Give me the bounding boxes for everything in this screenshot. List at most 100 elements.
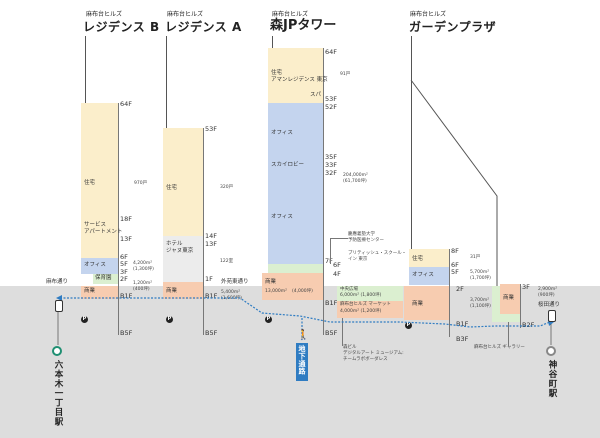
res-b-floor-5: 5F xyxy=(120,260,128,268)
station-right-label: 神谷町駅 xyxy=(547,360,557,398)
mori-floor-32: 32F xyxy=(325,169,338,177)
res-b-parking-icon: P xyxy=(81,316,88,323)
mori-title: 森JPタワー xyxy=(270,18,337,33)
garden-c-retail-block xyxy=(500,284,520,314)
res-b-title: レジデンス B xyxy=(83,20,160,34)
mori-floor-64: 64F xyxy=(325,48,338,56)
garden-floor-2: 2F xyxy=(456,285,464,293)
res-a-title: レジデンス A xyxy=(165,20,242,34)
mori-office-upper-block xyxy=(268,103,323,160)
mori-label-office-upper: オフィス xyxy=(271,130,293,136)
mori-floor-b1: B1F xyxy=(325,299,338,307)
res-b-label-residence: 住宅 xyxy=(84,180,96,186)
res-a-units: 320戸 xyxy=(220,185,234,190)
route-arrow-left xyxy=(56,295,62,301)
gallery-leader xyxy=(508,322,509,346)
res-b-leader xyxy=(85,36,86,106)
road-mid: 外苑東通り xyxy=(221,279,249,285)
keio-leader-v xyxy=(330,238,331,264)
garden-label-residence: 住宅 xyxy=(412,256,424,262)
res-b-area-a: 4,200m² xyxy=(133,261,153,266)
res-b-label-office: オフィス xyxy=(84,262,106,268)
market-area: 4,000m² (1,200坪) xyxy=(340,309,382,314)
mori-core xyxy=(323,48,324,335)
garden-floor-b3: B3F xyxy=(456,335,469,343)
garden-office-block xyxy=(409,267,449,285)
mori-office-tsubo: (61,700坪) xyxy=(343,179,367,184)
res-a-floor-14: 14F xyxy=(205,232,218,240)
station-right-icon xyxy=(546,346,556,356)
underground-passage-label: 地下通路 xyxy=(298,345,306,375)
garden-units: 31戸 xyxy=(470,255,481,260)
mori-podium-block xyxy=(268,264,323,273)
res-a-retail-block xyxy=(163,282,203,299)
underground-passage-box xyxy=(296,343,308,381)
res-b-label-retail: 商業 xyxy=(84,288,96,294)
garden-leader-right-line xyxy=(410,79,498,294)
res-b-floor-b5: B5F xyxy=(120,329,133,337)
mori-label-skylobby: スカイロビー xyxy=(271,162,305,168)
keio-label: 慶應義塾大学 予防医療センター xyxy=(348,232,384,243)
res-a-subtitle: 麻布台ヒルズ xyxy=(167,11,204,18)
res-b-floor-64: 64F xyxy=(120,100,133,108)
garden-label-office: オフィス xyxy=(412,272,434,278)
garden-c-core xyxy=(520,284,521,328)
res-a-label-residence: 住宅 xyxy=(166,185,178,191)
teamlab-leader xyxy=(342,318,343,346)
res-b-floor-2: 2F xyxy=(120,275,128,283)
station-left-label: 六本木一丁目駅 xyxy=(53,360,63,427)
garden-office-area: 5,700m² xyxy=(470,270,490,275)
mori-leader xyxy=(272,36,273,50)
central-plaza-area: 6,000m² (1,800坪) xyxy=(340,293,382,298)
train-icon-right xyxy=(548,310,556,322)
res-b-subtitle: 麻布台ヒルズ xyxy=(86,11,123,18)
mori-floor-7: 7F xyxy=(325,257,333,265)
mori-label-office-lower: オフィス xyxy=(271,214,293,220)
road-left: 麻布通り xyxy=(46,279,69,285)
mori-office-lower-block xyxy=(268,172,323,264)
mori-label-retail: 商業 xyxy=(265,279,277,285)
res-b-floor-6: 6F xyxy=(120,253,128,261)
garden-residence-block xyxy=(409,249,449,267)
res-a-floor-1: 1F xyxy=(205,275,213,283)
mori-floor-6: 6F xyxy=(333,261,341,269)
garden-label-retail: 商業 xyxy=(412,301,424,307)
res-b-residence-block xyxy=(81,103,118,220)
res-a-floor-13: 13F xyxy=(205,240,218,248)
garden-core xyxy=(449,249,450,337)
mori-floor-35: 35F xyxy=(325,153,338,161)
gallery-label: 麻布台ヒルズ ギャラリー xyxy=(474,345,525,350)
garden-floor-6: 6F xyxy=(451,261,459,269)
mori-label-spa: スパ xyxy=(310,92,322,98)
mori-office-area: 204,000m² xyxy=(343,173,368,178)
res-b-core xyxy=(118,103,119,335)
mori-parking-icon: P xyxy=(265,316,272,323)
res-a-label-hotel: ホテル ジャヌ東京 xyxy=(166,241,194,254)
mori-spa-block xyxy=(268,89,323,103)
res-a-area: 5,400m² xyxy=(221,290,241,295)
garden-c-tsubo: (900坪) xyxy=(538,293,555,298)
central-plaza-label: 中央広場 xyxy=(340,287,358,292)
garden-leader-right xyxy=(410,79,498,294)
res-a-area-tsubo: (1,600坪) xyxy=(221,296,242,301)
garden-c-area: 2,900m² xyxy=(538,287,558,292)
mori-units: 91戸 xyxy=(340,72,351,77)
mori-floor-52: 52F xyxy=(325,103,338,111)
garden-title: ガーデンプラザ xyxy=(409,20,497,34)
mori-retail-tsubo: (4,000坪) xyxy=(292,289,313,294)
res-a-leader xyxy=(166,36,167,131)
train-icon-left xyxy=(55,300,63,312)
res-b-floor-b1: B1F xyxy=(120,292,133,300)
res-b-retail-block xyxy=(81,286,118,299)
garden-office-tsubo: (1,700坪) xyxy=(470,276,491,281)
garden-retail-area: 3,700m² xyxy=(470,298,490,303)
garden-parking-icon: P xyxy=(405,322,412,329)
garden-floor-5: 5F xyxy=(451,268,459,276)
res-a-floor-b5: B5F xyxy=(205,329,218,337)
mori-floor-33: 33F xyxy=(325,161,338,169)
british-school-label: ブリティッシュ・スクール・ イン 東京 xyxy=(348,251,407,262)
garden-subtitle: 麻布台ヒルズ xyxy=(410,11,447,18)
garden-floor-b1: B1F xyxy=(456,320,469,328)
res-b-area-b: 1,200m² xyxy=(133,281,153,286)
res-a-parking-icon: P xyxy=(166,316,173,323)
